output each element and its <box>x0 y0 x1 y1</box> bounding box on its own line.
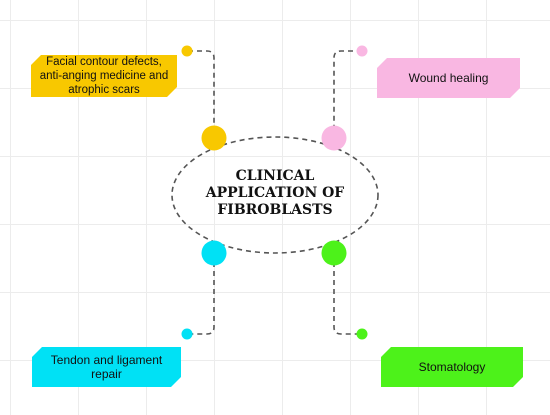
connector-stomatology <box>333 253 362 335</box>
junction-dot-facial <box>201 125 227 151</box>
junction-dot-wound <box>321 125 347 151</box>
connector-facial <box>188 50 215 138</box>
endpoint-dot-stomatology <box>356 328 368 340</box>
endpoint-dot-tendon <box>181 328 193 340</box>
endpoint-dot-facial <box>181 45 193 57</box>
connector-tendon <box>188 253 215 335</box>
endpoint-dot-wound <box>356 45 368 57</box>
center-ellipse <box>171 136 379 254</box>
node-tendon-ligament: Tendon and ligament repair <box>32 347 181 387</box>
junction-dot-stomatology <box>321 240 347 266</box>
junction-dot-tendon <box>201 240 227 266</box>
node-stomatology: Stomatology <box>381 347 523 387</box>
center-title: CLINICAL APPLICATION OF FIBROBLASTS <box>205 167 345 218</box>
node-wound-healing: Wound healing <box>377 58 520 98</box>
connector-wound <box>333 50 362 138</box>
node-facial-contour: Facial contour defects, anti-anging medi… <box>31 55 177 97</box>
